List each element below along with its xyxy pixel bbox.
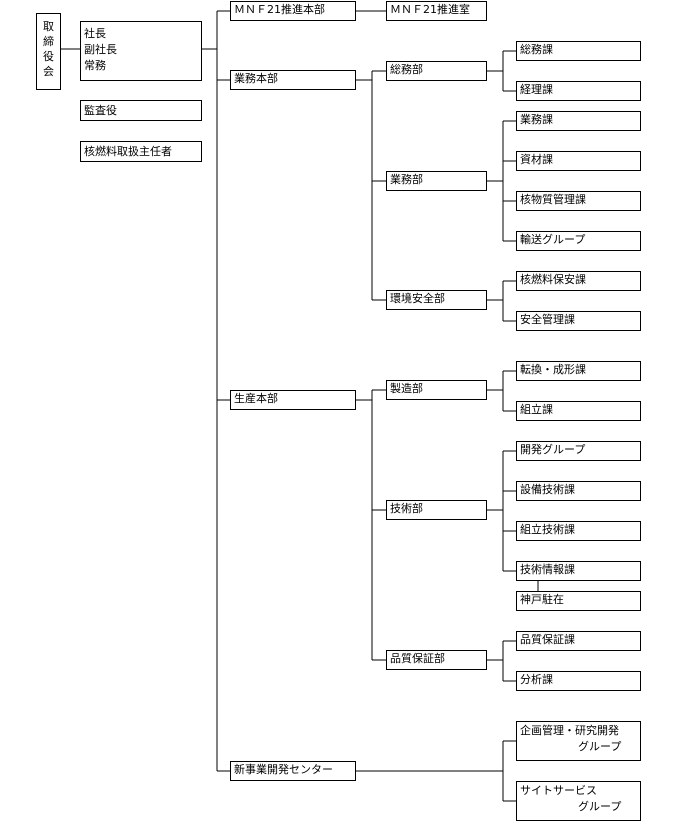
site-service-group-box: サイトサービス グループ xyxy=(516,781,641,821)
executive-managing-director: 常務 xyxy=(84,59,106,72)
board-char: 会 xyxy=(43,65,54,78)
section-box: 組立技術課 xyxy=(516,521,641,541)
operations-dept-box: 業務部 xyxy=(386,171,487,191)
unit-line2: グループ xyxy=(578,800,622,813)
section-box: 輸送グループ xyxy=(516,231,641,251)
unit-line2: グループ xyxy=(578,740,622,753)
env-safety-dept-box: 環境安全部 xyxy=(386,290,487,310)
executive-vice-president: 副社長 xyxy=(84,43,117,56)
board-char: 取 xyxy=(43,20,54,33)
section-box: 経理課 xyxy=(516,81,641,101)
section-box: 品質保証課 xyxy=(516,631,641,651)
section-box: 組立課 xyxy=(516,401,641,421)
executive-president: 社長 xyxy=(84,27,106,40)
general-affairs-dept-box: 総務部 xyxy=(386,61,487,81)
new-business-center-box: 新事業開発センター xyxy=(230,761,356,781)
unit-line1: 企画管理・研究開発 xyxy=(520,724,619,737)
business-hq-box: 業務本部 xyxy=(230,70,356,90)
section-box: 開発グループ xyxy=(516,441,641,461)
planning-rd-group-box: 企画管理・研究開発 グループ xyxy=(516,721,641,761)
kobe-office-box: 神戸駐在 xyxy=(516,591,641,611)
section-box: 業務課 xyxy=(516,111,641,131)
board-of-directors-box: 取 締 役 会 xyxy=(36,13,61,90)
production-hq-box: 生産本部 xyxy=(230,390,356,410)
mnf21-hq-box: ＭＮＦ21推進本部 xyxy=(230,1,356,21)
auditor-box: 監査役 xyxy=(80,100,202,121)
mnf21-office-box: ＭＮＦ21推進室 xyxy=(386,1,487,21)
board-char: 締 xyxy=(43,35,54,48)
section-box: 転換・成形課 xyxy=(516,361,641,381)
section-box: 核燃料保安課 xyxy=(516,271,641,291)
quality-dept-box: 品質保証部 xyxy=(386,650,487,670)
section-box: 設備技術課 xyxy=(516,481,641,501)
unit-line1: サイトサービス xyxy=(520,784,597,797)
board-char: 役 xyxy=(43,50,54,63)
section-box: 安全管理課 xyxy=(516,311,641,331)
section-box: 総務課 xyxy=(516,41,641,61)
section-box: 資材課 xyxy=(516,151,641,171)
manufacturing-dept-box: 製造部 xyxy=(386,380,487,400)
executives-box: 社長 副社長 常務 xyxy=(80,21,202,81)
nuclear-manager-box: 核燃料取扱主任者 xyxy=(80,141,202,162)
section-box: 技術情報課 xyxy=(516,561,641,581)
section-box: 核物質管理課 xyxy=(516,191,641,211)
section-box: 分析課 xyxy=(516,671,641,691)
engineering-dept-box: 技術部 xyxy=(386,500,487,520)
